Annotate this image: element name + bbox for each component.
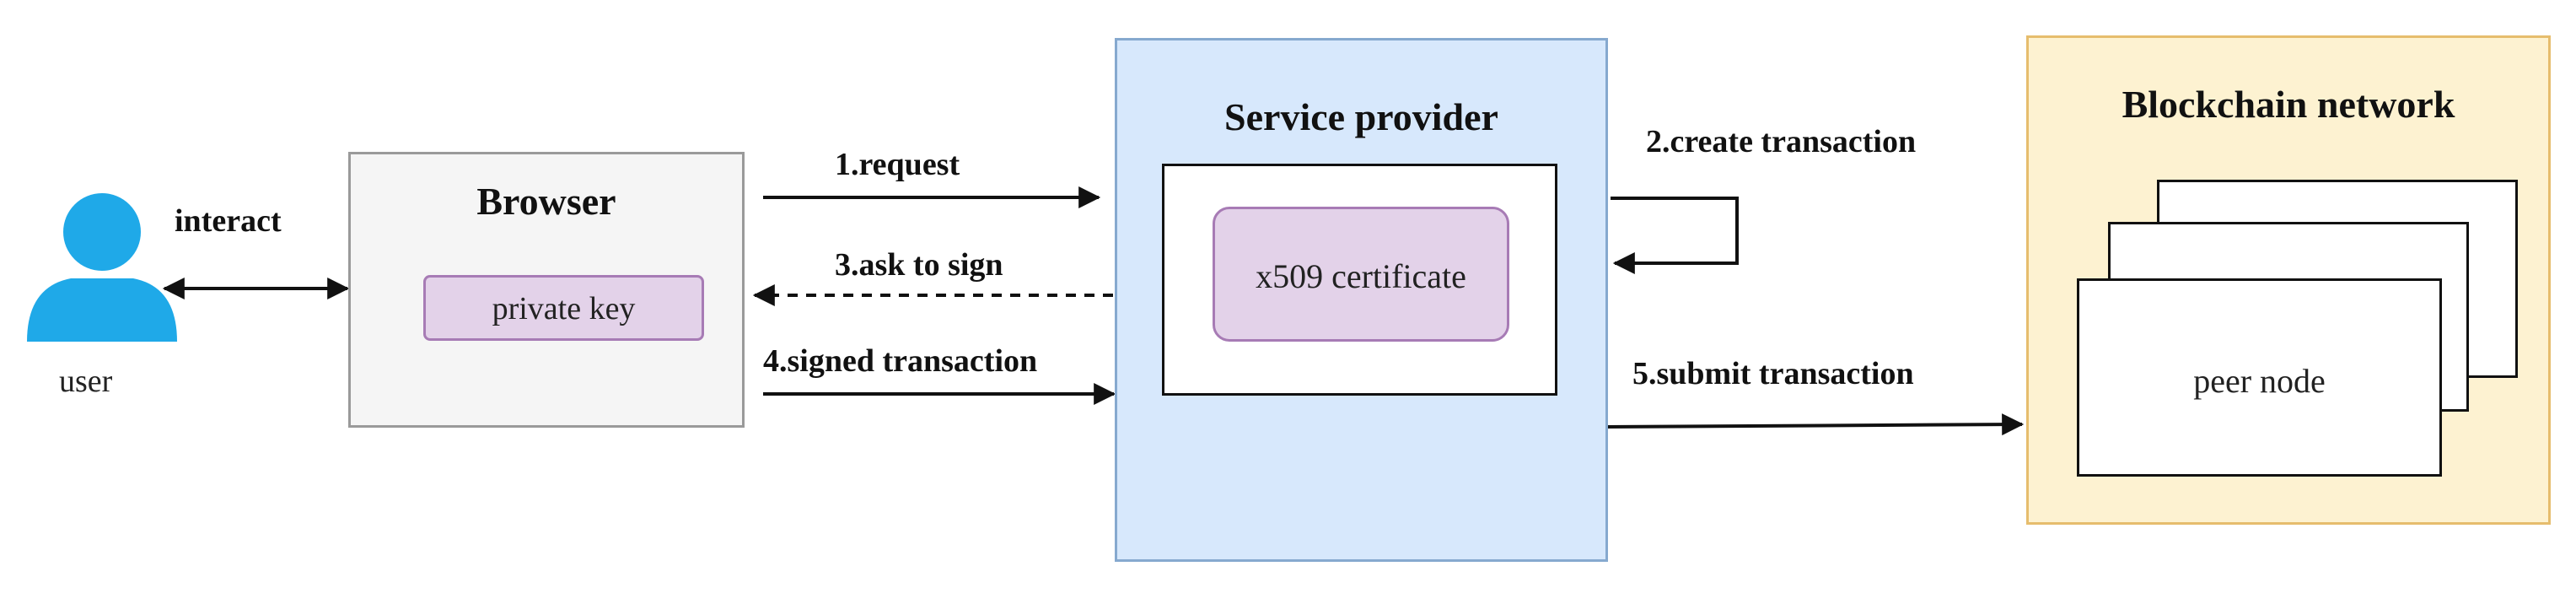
submit-transaction-label: 5.submit transaction xyxy=(1632,356,1914,391)
peer-node-label: peer node xyxy=(2193,362,2326,400)
certificate-box xyxy=(1213,207,1509,342)
request-label: 1.request xyxy=(835,147,960,182)
ask-to-sign-label: 3.ask to sign xyxy=(835,247,1003,283)
submit-transaction-arrow xyxy=(1605,413,2025,436)
certificate-label: x509 certificate xyxy=(1256,257,1466,295)
peer-node-front-card xyxy=(2077,278,2442,477)
create-transaction-label: 2.create transaction xyxy=(1646,124,1917,159)
service-provider-title: Service provider xyxy=(1224,95,1498,138)
blockchain-network-title: Blockchain network xyxy=(2122,83,2455,126)
browser-title: Browser xyxy=(476,180,616,223)
user-label: user xyxy=(59,364,113,399)
create-transaction-loop-arrow xyxy=(1611,197,1739,274)
private-key-label: private key xyxy=(492,291,636,326)
user-icon xyxy=(27,193,177,342)
interact-label: interact xyxy=(175,203,282,239)
private-key-box xyxy=(423,275,704,341)
signed-transaction-label: 4.signed transaction xyxy=(763,343,1038,379)
